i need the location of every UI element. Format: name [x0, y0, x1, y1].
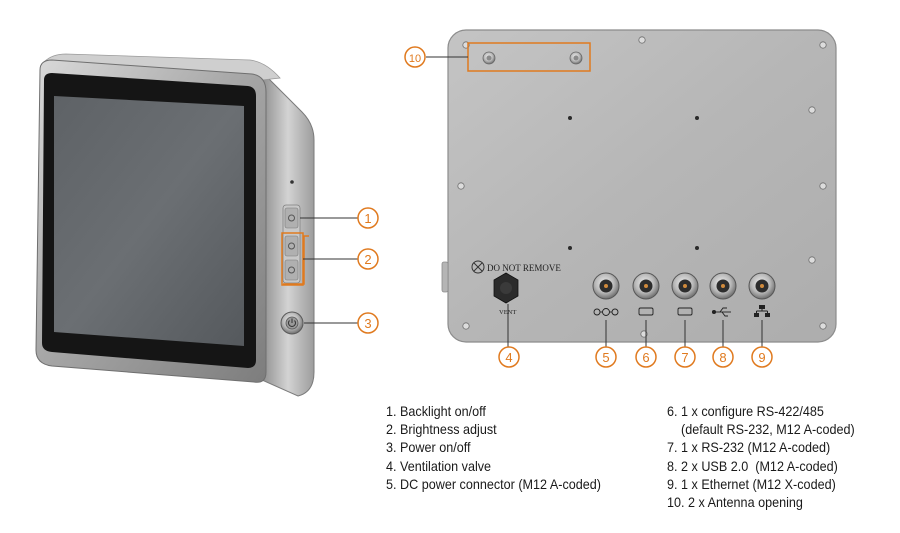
dc-power-icon — [593, 308, 619, 316]
legend-item: 8. 2 x USB 2.0 (M12 A-coded) — [667, 457, 838, 474]
power-icon — [288, 318, 296, 327]
brightness-up-icon — [288, 242, 295, 250]
mounting-holes — [568, 116, 699, 250]
legend-item: 10. 2 x Antenna opening — [667, 494, 803, 511]
callout-6-num: 6 — [642, 350, 649, 365]
callout-2 — [357, 248, 379, 270]
callout-7-num: 7 — [681, 350, 688, 365]
serial-port-6-connector — [632, 272, 660, 300]
callout-10-num: 10 — [409, 53, 421, 65]
callout-8 — [712, 346, 734, 368]
legend-item: 1. Backlight on/off — [386, 403, 486, 419]
callout-4 — [498, 346, 520, 368]
callout-9-num: 9 — [758, 350, 765, 365]
back-view: DO NOT REMOVE VENT — [426, 29, 837, 347]
serial-port-icon — [677, 307, 693, 316]
callout-1-num: 1 — [364, 211, 371, 226]
callout-3-num: 3 — [364, 316, 371, 331]
callout-2-num: 2 — [364, 252, 371, 267]
legend-item: 3. Power on/off — [386, 439, 471, 456]
callout-5 — [595, 346, 617, 368]
front-view — [35, 53, 358, 397]
callout-numbers: 1 2 3 4 5 6 7 8 9 10 — [364, 53, 765, 365]
back-panel — [447, 29, 837, 343]
usb-icon — [711, 307, 731, 317]
legend-item: 6. 1 x configure RS-422/485 — [667, 403, 824, 419]
legend-item: 2. Brightness adjust — [386, 421, 497, 438]
callout-4-num: 4 — [505, 350, 512, 365]
legend-item: 7. 1 x RS-232 (M12 A-coded) — [667, 439, 831, 456]
legend-right: 6. 1 x configure RS-422/485 (default RS-… — [667, 402, 876, 511]
legend-item: (default RS-232, M12 A-coded) — [667, 421, 855, 438]
callout-2-bracket — [283, 235, 309, 285]
callout-10 — [404, 46, 426, 68]
callout-7 — [674, 346, 696, 368]
brightness-up-button[interactable] — [284, 235, 299, 257]
indicator-led — [290, 180, 294, 184]
ethernet-icon — [754, 305, 770, 317]
serial-port-icon — [638, 307, 654, 316]
display-screen — [54, 96, 244, 346]
legend-left: 1. Backlight on/off 2. Brightness adjust… — [386, 402, 625, 493]
no-remove-icon — [471, 260, 485, 274]
callout-1 — [357, 207, 379, 229]
brightness-down-icon — [288, 266, 295, 274]
backlight-icon — [288, 214, 295, 222]
dc-power-connector — [592, 272, 620, 300]
callout-9 — [751, 346, 773, 368]
brightness-down-button[interactable] — [284, 259, 299, 281]
antenna-openings — [482, 51, 583, 65]
callout-markers — [357, 46, 773, 368]
callout-5-num: 5 — [602, 350, 609, 365]
legend-item: 5. DC power connector (M12 A-coded) — [386, 475, 602, 492]
callout-6 — [635, 346, 657, 368]
callout-3 — [357, 312, 379, 334]
do-not-remove-label: DO NOT REMOVE — [487, 263, 561, 273]
power-button[interactable] — [280, 311, 304, 335]
callout-8-num: 8 — [719, 350, 726, 365]
legend-item: 4. Ventilation valve — [386, 457, 492, 474]
legend-item: 9. 1 x Ethernet (M12 X-coded) — [667, 475, 836, 492]
serial-port-7-connector — [671, 272, 699, 300]
ethernet-connector — [748, 272, 776, 300]
backlight-button[interactable] — [284, 207, 299, 229]
ventilation-valve — [493, 272, 519, 304]
usb-connector — [709, 272, 737, 300]
